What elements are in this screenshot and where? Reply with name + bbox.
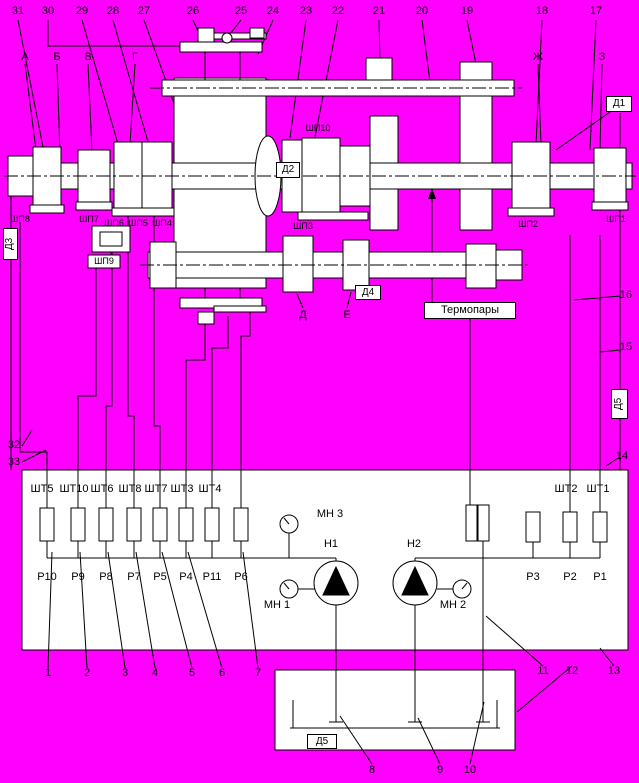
bearing-label-shp8: ШП8 xyxy=(10,214,30,224)
callout-31: 31 xyxy=(11,5,25,17)
bearing-label-shp4: ШП4 xyxy=(152,218,172,228)
callout-21: 21 xyxy=(372,5,386,17)
pump-label-n1: Н1 xyxy=(323,538,339,550)
fitting-label-sht3: ШТ3 xyxy=(170,483,194,495)
sensor-box-d5: Д5 xyxy=(611,389,628,419)
sensor-box-d1: Д1 xyxy=(606,96,632,112)
callout-8: 8 xyxy=(368,764,376,776)
sensor-box-d2: Д2 xyxy=(276,162,300,178)
callout-16: 16 xyxy=(619,289,633,301)
valve-label-r2: Р2 xyxy=(563,571,577,583)
bearing-label-shp7: ШП7 xyxy=(79,214,99,224)
valve-label-r11: Р11 xyxy=(202,571,222,583)
valve-label-r1: Р1 xyxy=(593,571,607,583)
callout-22: 22 xyxy=(331,5,345,17)
thermocouples-label: Термопары xyxy=(440,304,500,316)
bearing-label-shp10: ШП10 xyxy=(305,123,331,133)
sensor-d1-label: Д1 xyxy=(612,98,626,109)
sensor-box-d5-tank: Д5 xyxy=(307,734,337,749)
fitting-label-sht10: ШТ10 xyxy=(59,483,89,495)
bearing-label-shp2: ШП2 xyxy=(518,219,538,229)
section-letter-zh: Ж xyxy=(532,51,544,63)
callout-11: 11 xyxy=(537,665,549,677)
sensor-d4-label: Д4 xyxy=(361,286,375,298)
bearing-label-shp9: ШП9 xyxy=(94,256,114,266)
callout-12: 12 xyxy=(565,665,579,677)
section-letter-b: Б xyxy=(53,51,61,63)
sensor-d3-label: Д3 xyxy=(4,237,16,251)
tank-internals xyxy=(290,700,500,729)
section-letter-a: А xyxy=(21,51,29,63)
callout-10: 10 xyxy=(463,764,477,776)
gauge-label-mn2: МН 2 xyxy=(439,599,467,611)
valve-label-r4: Р4 xyxy=(179,571,193,583)
fitting-label-sht4: ШТ4 xyxy=(198,483,222,495)
thermocouples-box: Термопары xyxy=(424,302,516,319)
centerlines xyxy=(4,87,636,266)
gauge-label-mn1: МН 1 xyxy=(263,599,291,611)
callout-7: 7 xyxy=(254,667,262,679)
callout-32: 32 xyxy=(7,439,21,451)
callout-23: 23 xyxy=(299,5,313,17)
fitting-label-sht8: ШТ8 xyxy=(118,483,142,495)
bearing-label-shp1: ШП1 xyxy=(606,214,626,224)
sensor-box-d3: Д3 xyxy=(3,228,18,260)
valve-label-r9: Р9 xyxy=(71,571,85,583)
sensor-d5-tank-label: Д5 xyxy=(315,735,329,747)
callout-20: 20 xyxy=(415,5,429,17)
callout-17: 17 xyxy=(589,5,603,17)
section-letter-v: В xyxy=(84,51,92,63)
callout-19: 19 xyxy=(460,5,474,17)
valve-label-r5: Р5 xyxy=(153,571,167,583)
callout-30: 30 xyxy=(41,5,55,17)
bearing-label-shp3: ШП3 xyxy=(293,221,313,231)
callout-25: 25 xyxy=(234,5,248,17)
fitting-label-sht1: ШТ1 xyxy=(586,483,610,495)
valve-label-r8: Р8 xyxy=(99,571,113,583)
section-letter-z: З xyxy=(598,51,606,63)
callout-14: 14 xyxy=(615,450,629,462)
panel-components xyxy=(39,504,608,606)
fitting-label-sht7: ШТ7 xyxy=(144,483,168,495)
section-letter-d: Д xyxy=(299,309,307,321)
sensor-d2-label: Д2 xyxy=(281,164,295,175)
valve-label-r7: Р7 xyxy=(127,571,141,583)
callout-6: 6 xyxy=(218,667,226,679)
sensor-d5-label: Д5 xyxy=(613,397,625,411)
valve-label-r10: Р10 xyxy=(37,571,57,583)
valve-label-r3: Р3 xyxy=(526,571,540,583)
pump-label-n2: Н2 xyxy=(406,538,422,550)
sensor-box-d4: Д4 xyxy=(355,285,381,300)
callout-26: 26 xyxy=(186,5,200,17)
valve-label-r6: Р6 xyxy=(234,571,248,583)
fitting-label-sht2: ШТ2 xyxy=(554,483,578,495)
routing-lines xyxy=(10,113,621,722)
callout-5: 5 xyxy=(188,667,196,679)
section-letter-e: Е xyxy=(343,309,351,321)
callout-1: 1 xyxy=(44,667,52,679)
callout-15: 15 xyxy=(619,341,633,353)
control-panel-body xyxy=(21,469,629,651)
bearing-label-shp5: ШП5 xyxy=(128,218,148,228)
fitting-label-sht6: ШТ6 xyxy=(90,483,114,495)
callout-33: 33 xyxy=(7,456,21,468)
callout-18: 18 xyxy=(535,5,549,17)
panel-piping xyxy=(46,470,601,590)
callout-29: 29 xyxy=(75,5,89,17)
callout-28: 28 xyxy=(106,5,120,17)
callout-9: 9 xyxy=(436,764,444,776)
gauge-label-mn3: МН 3 xyxy=(316,508,344,520)
callout-24: 24 xyxy=(266,5,280,17)
bearing-label-shp6: ШП6 xyxy=(104,218,124,228)
callout-13: 13 xyxy=(607,665,621,677)
callout-3: 3 xyxy=(121,667,129,679)
fitting-label-sht5: ШТ5 xyxy=(30,483,54,495)
callout-2: 2 xyxy=(83,667,91,679)
section-letter-g: Г xyxy=(132,51,138,63)
callout-4: 4 xyxy=(151,667,159,679)
callout-27: 27 xyxy=(137,5,151,17)
